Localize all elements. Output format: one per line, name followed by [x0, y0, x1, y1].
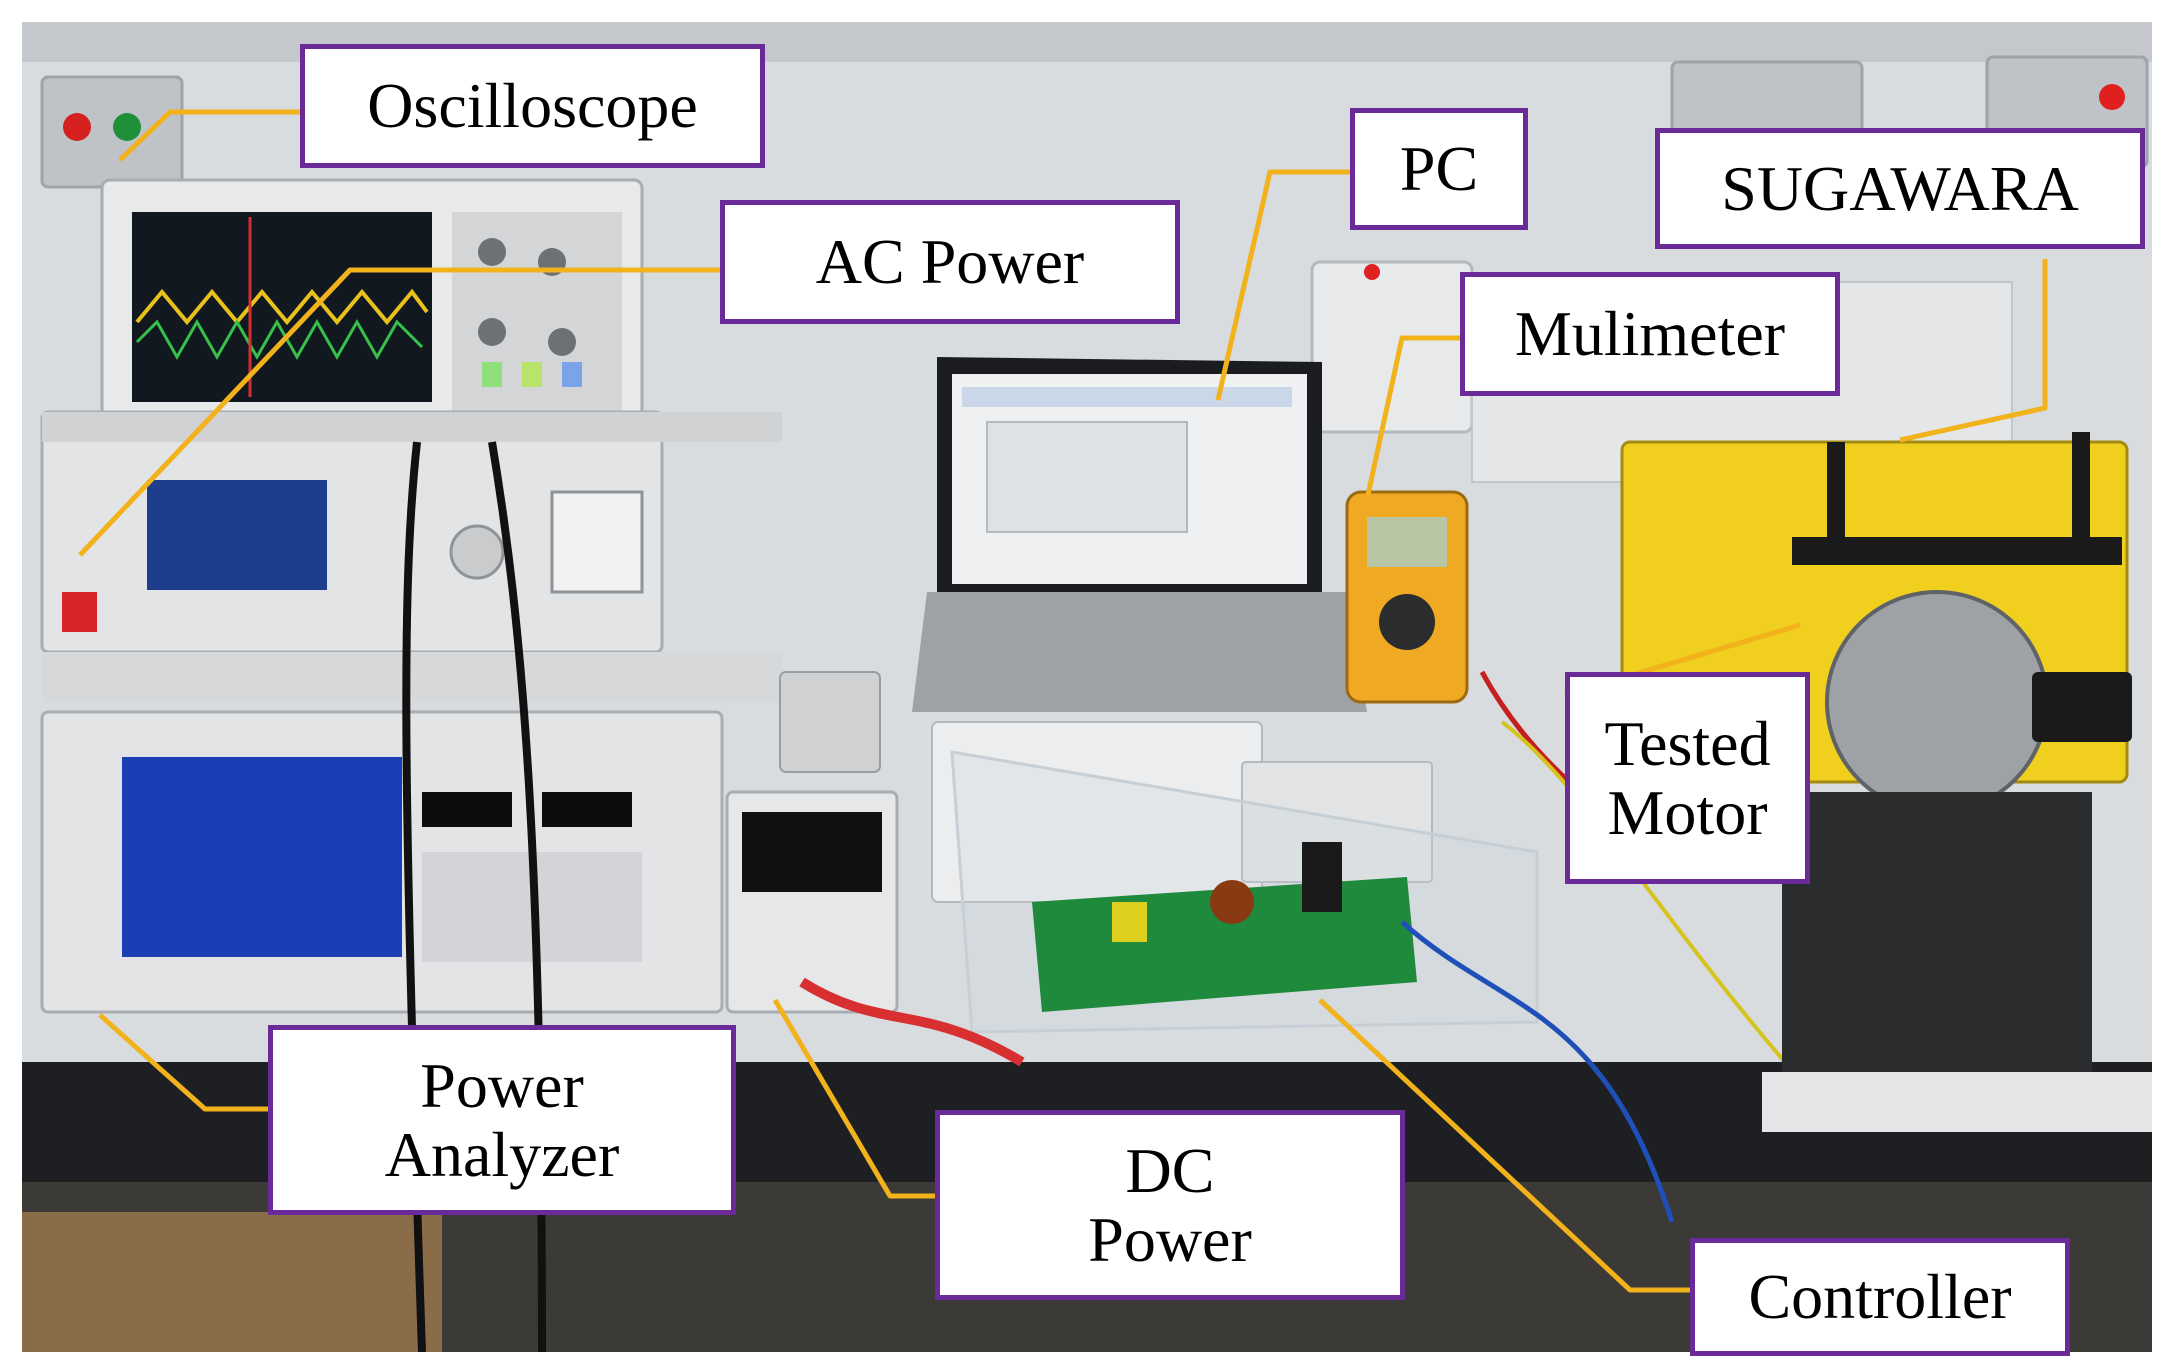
knob [478, 318, 506, 346]
label-multimeter-text: Mulimeter [1514, 298, 1786, 370]
label-controller-text: Controller [1748, 1261, 2012, 1333]
tested-motor [1825, 590, 2049, 814]
label-dc-power-line2: Power [1088, 1204, 1252, 1275]
oscilloscope-controls [452, 212, 622, 422]
knob [478, 238, 506, 266]
multimeter-dial [1379, 594, 1435, 650]
cardboard-box [22, 1212, 442, 1352]
label-multimeter: Mulimeter [1460, 272, 1840, 396]
label-oscilloscope: Oscilloscope [300, 44, 765, 168]
wall-socket-left [40, 75, 184, 189]
capacitor [1302, 842, 1342, 912]
label-sugawara-text: SUGAWARA [1721, 152, 2079, 224]
ac-power-top [42, 412, 782, 442]
gui-toolbar [962, 387, 1292, 407]
label-sugawara: SUGAWARA [1655, 128, 2145, 249]
motor-connector [2032, 672, 2132, 742]
channel-button [482, 362, 502, 387]
knob [538, 248, 566, 276]
current-probe-box [779, 671, 881, 773]
label-power-analyzer-line1: Power [420, 1049, 584, 1121]
wall-switch-box [1310, 260, 1474, 434]
mount-base [1762, 1072, 2152, 1132]
label-dc-power: DC Power [935, 1110, 1405, 1300]
label-oscilloscope-text: Oscilloscope [367, 70, 698, 142]
dc-power-display [742, 812, 882, 892]
label-power-analyzer-line2: Analyzer [384, 1119, 620, 1190]
label-ac-power: AC Power [720, 200, 1180, 324]
red-indicator [2099, 84, 2125, 110]
label-pc-text: PC [1399, 133, 1479, 205]
dynamometer-post [1827, 442, 1845, 552]
label-ac-power-text: AC Power [815, 226, 1085, 298]
ac-power-knob [449, 524, 505, 580]
label-pc: PC [1350, 108, 1528, 230]
knob [548, 328, 576, 356]
label-power-analyzer: Power Analyzer [268, 1025, 736, 1215]
relay [1112, 902, 1147, 942]
label-tested-motor-line1: Tested [1604, 707, 1771, 779]
label-tested-motor: Tested Motor [1565, 672, 1810, 884]
dynamometer-post [2072, 432, 2090, 552]
multimeter-lcd [1367, 517, 1447, 567]
power-analyzer-screen [122, 757, 402, 957]
laptop-base [912, 592, 1367, 712]
green-indicator [113, 113, 141, 141]
red-indicator [1364, 264, 1380, 280]
motor-mount [1782, 792, 2092, 1072]
channel-button [522, 362, 542, 387]
label-dc-power-line1: DC [1125, 1134, 1215, 1206]
gui-panel [986, 421, 1188, 533]
label-controller: Controller [1690, 1238, 2070, 1356]
ac-power-switch [62, 592, 97, 632]
analyzer-readout [542, 792, 632, 827]
analyzer-readout [422, 792, 512, 827]
ac-output-socket [550, 490, 644, 594]
label-tested-motor-line2: Motor [1607, 777, 1768, 848]
channel-button [562, 362, 582, 387]
inductor [1210, 880, 1254, 924]
dynamometer-top-plate [1792, 537, 2122, 565]
ac-power-vent [42, 652, 782, 702]
red-indicator [63, 113, 91, 141]
ac-power-display [147, 480, 327, 590]
